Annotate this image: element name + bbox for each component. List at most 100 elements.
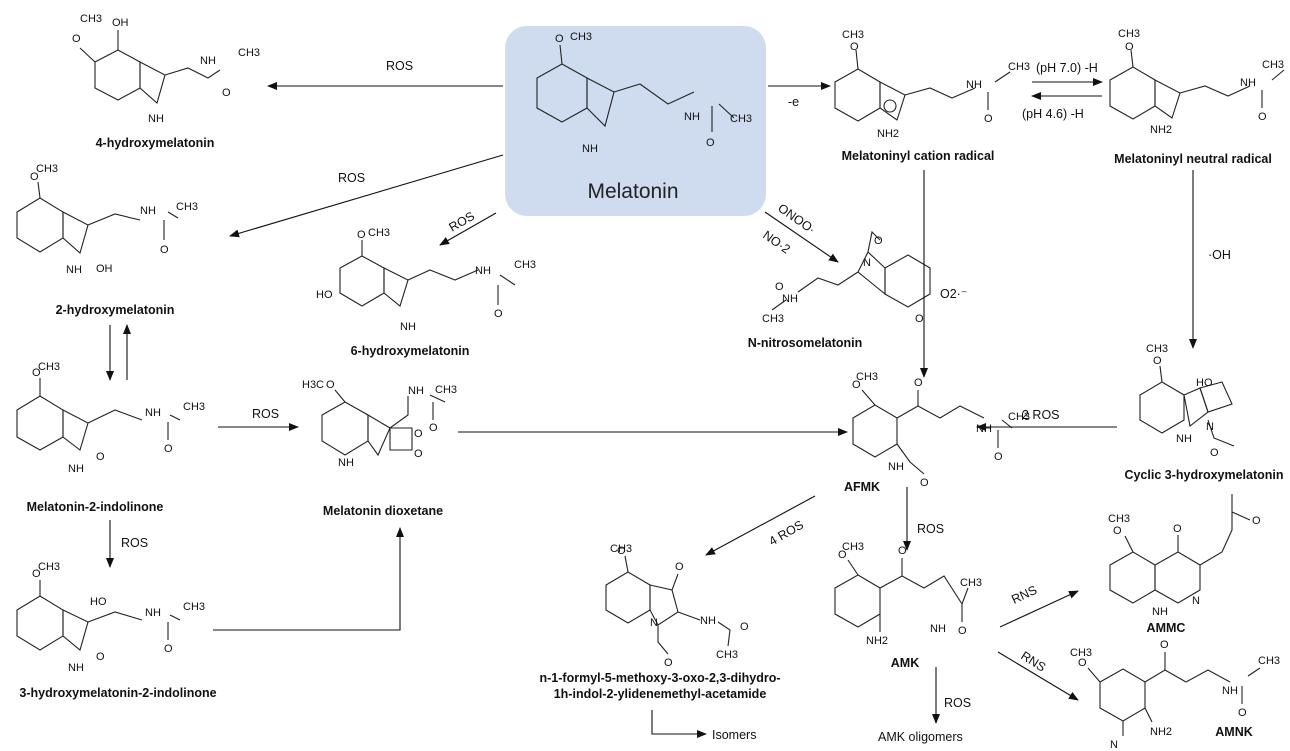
cation-radical-label: Melatoninyl cation radical [842,149,995,163]
3-hydroxymelatonin-2-indolinone-structure: O CH3 HO NH O NH CH3 O 3-hydroxymelatoni… [16,561,217,700]
label-ros-dioxetane: ROS [252,407,279,421]
formyl-o-atom: O [617,545,626,557]
formyl-n-atom: N [650,617,658,629]
diox-acetyl-methyl-atom: CH3 [435,384,457,396]
afmk-o-atom: O [852,379,861,391]
afmk-structure: O CH3 O NH O NH CH3 O AFMK [844,371,1030,494]
cyclic-methyl-atom: CH3 [1146,343,1168,355]
m2i-carbonyl-o-atom: O [164,443,173,455]
diox-nh-atom: NH [338,457,354,469]
formyl-amide-nh-atom: NH [700,615,716,627]
label-2ros: 2 ROS [1022,408,1060,422]
2-oh-methyl-atom: CH3 [36,163,58,175]
arrow-to-2-hydroxymelatonin [229,154,504,238]
cation-o-atom: O [850,41,859,53]
6-hydroxymelatonin-label: 6-hydroxymelatonin [351,344,470,358]
reaction-arrows [106,78,1197,738]
cyclic-carbonyl-o-atom: O [1210,447,1219,459]
afmk-methyl-atom: CH3 [856,371,878,383]
label-o2: O2·⁻ [940,287,967,301]
label-no2: NO·2 [760,228,793,257]
ammc-structure: O CH3 O NH N O AMMC [1108,494,1261,635]
2-oh-nh-atom: NH [66,264,82,276]
4-oh-nh-atom: NH [148,113,164,125]
neutral-acetyl-methyl-atom: CH3 [1262,59,1284,71]
formyl-label-line2: 1h-indol-2-ylidenemethyl-acetamide [554,687,767,701]
melatonin-acetyl-methyl-atom: CH3 [730,113,752,125]
label-ph46: (pH 4.6) -H [1022,107,1084,121]
3ohi-acetyl-methyl-atom: CH3 [183,601,205,613]
amnk-carbonyl-o-atom: O [1238,707,1247,719]
arrow-to-n-nitrosomelatonin [764,211,839,263]
amnk-acetyl-methyl-atom: CH3 [1258,655,1280,667]
melatonin-2-indolinone-structure: O CH3 NH O NH CH3 O Melatonin-2-indolino… [16,361,205,514]
3ohi-ring-o-atom: O [96,651,105,663]
melatonin-methyl-atom: CH3 [570,31,592,43]
neutral-amide-nh-atom: NH [1240,77,1256,89]
amnk-label: AMNK [1215,725,1253,739]
amnk-nitro-n-atom: N [1110,739,1118,751]
melatonin-highlight-box [505,26,766,216]
amk-nh2-atom: NH2 [866,635,888,647]
amk-label: AMK [891,656,919,670]
formyl-methyl-atom: CH3 [610,543,632,555]
formyl-keto-o-atom: O [675,561,684,573]
6-oh-ho-atom: HO [316,289,333,301]
neutral-radical-label: Melatoninyl neutral radical [1114,152,1272,166]
4-oh-acetyl-methyl-atom: CH3 [238,47,260,59]
arrow-to-6-hydroxymelatonin [439,212,497,246]
amnk-o-atom: O [1078,657,1087,669]
melatonin-carbonyl-o-atom: O [706,137,715,149]
nitroso-ether-o-atom: O [915,313,924,325]
4-oh-amide-nh-atom: NH [200,55,216,67]
4-hydroxymelatonin-label: 4-hydroxymelatonin [96,136,215,150]
afmk-amide-nh-atom: NH [976,423,992,435]
neutral-methyl-atom: CH3 [1118,28,1140,40]
label-ros-2oh: ROS [338,171,365,185]
n-nitrosomelatonin-structure: O N NH CH3 O O N-nitrosomelatonin [748,230,931,350]
amnk-nh2-atom: NH2 [1150,726,1172,738]
label-ros-amk: ROS [917,522,944,536]
n-nitrosomelatonin-label: N-nitrosomelatonin [748,336,863,350]
m2i-amide-nh-atom: NH [145,407,161,419]
formyl-indole-structure: O CH3 O N O NH O CH3 n-1-formyl-5-methox… [540,543,781,701]
label-oh: ·OH [1208,248,1231,262]
4-oh-methyl-atom: CH3 [80,13,102,25]
cation-amide-nh-atom: NH [966,79,982,91]
6-oh-nh-atom: NH [400,321,416,333]
amk-carbonyl-o-atom: O [958,625,967,637]
afmk-formyl-o-atom: O [920,477,929,489]
amk-keto-o-atom: O [898,545,907,557]
amnk-amide-nh-atom: NH [1222,685,1238,697]
cation-acetyl-methyl-atom: CH3 [1008,61,1030,73]
neutral-carbonyl-o-atom: O [1258,111,1267,123]
diox-amide-nh-atom: NH [408,385,424,397]
amk-acetyl-methyl-atom: CH3 [960,577,982,589]
label-4ros: 4 ROS [767,518,806,549]
3ohi-nh-atom: NH [68,662,84,674]
m2i-ring-o-atom: O [96,451,105,463]
melatonin-o-atom: O [555,33,564,45]
nitroso-amide-nh-atom: NH [782,293,798,305]
label-onoo: ONOO· [775,201,818,237]
afmk-label: AFMK [844,480,880,494]
arrow-formyl-to-isomers [651,710,707,738]
cyclic-3-hydroxymelatonin-structure: O CH3 HO NH N O Cyclic 3-hydroxymelatoni… [1124,343,1283,482]
melatonin-nh-atom: NH [582,143,598,155]
cyclic-n-atom: N [1206,421,1214,433]
ammc-keto-o-atom: O [1173,523,1182,535]
diox-o-atom: O [326,379,335,391]
4-oh-oh-atom: OH [112,17,129,29]
ammc-ketone-o-atom: O [1252,515,1261,527]
3ohi-amide-nh-atom: NH [145,607,161,619]
formyl-label-line1: n-1-formyl-5-methoxy-3-oxo-2,3-dihydro- [540,671,781,685]
label-minus-e: -e [788,95,799,109]
cation-carbonyl-o-atom: O [984,113,993,125]
melatonin-dioxetane-structure: H3C O NH O O NH CH3 O Melatonin dioxetan… [302,379,457,518]
2-oh-oh-atom: OH [96,263,113,275]
6-hydroxymelatonin-structure: O CH3 HO NH NH CH3 O 6-hydroxymelatonin [316,227,536,358]
4-oh-o-atom: O [72,33,81,45]
label-rns-amnk: RNS [1018,649,1048,675]
3ohi-ho-atom: HO [90,596,107,608]
